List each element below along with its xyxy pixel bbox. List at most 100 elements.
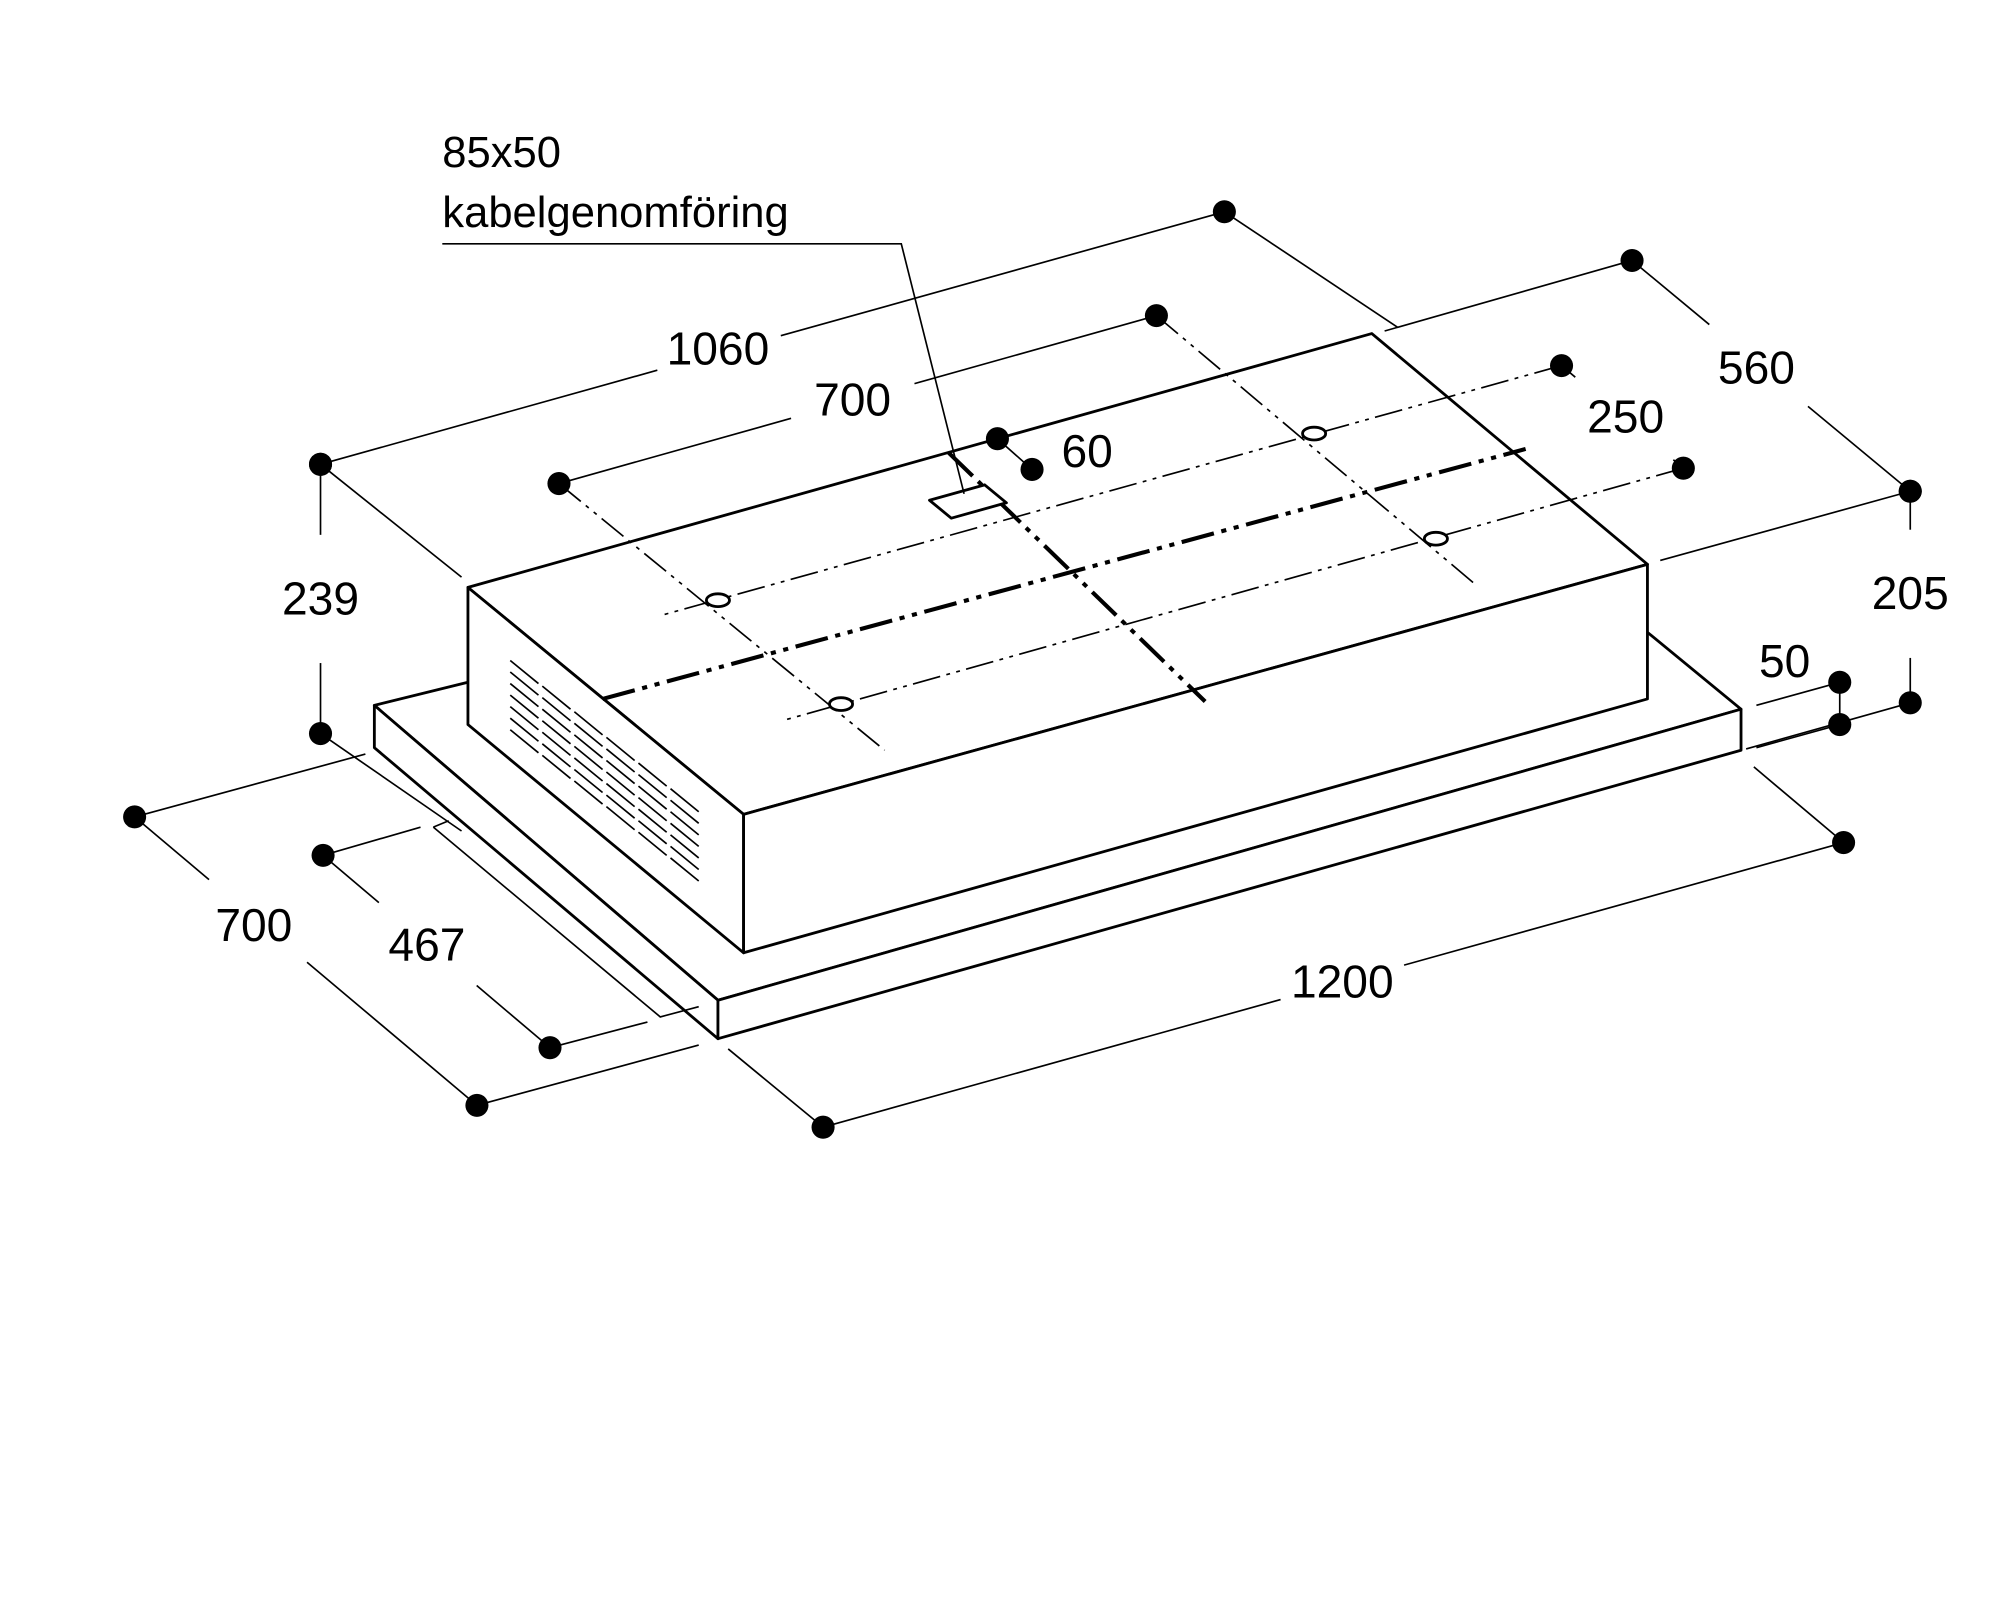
vent-slot [541, 743, 572, 768]
mounting-lines [558, 314, 1684, 751]
dimension-lines: 1060 560 700 250 60 239 205 50 1200 700 467 [123, 200, 1949, 1139]
dimension-cable-offset: 60 [985, 425, 1113, 481]
dimension-endpoint-dot [1898, 691, 1922, 715]
dimension-endpoint-dot [1212, 200, 1236, 224]
vent-slot [605, 794, 636, 819]
dimension-endpoint-dot [1020, 457, 1044, 481]
vent-slot [541, 731, 572, 757]
dimension-endpoint-dot [1828, 670, 1852, 694]
vent-slot [573, 711, 604, 736]
vent-slot [509, 682, 539, 708]
dimension-hole-spacing-long: 700 [547, 304, 1168, 496]
dimension-endpoint-dot [538, 1036, 562, 1060]
dimension-line [320, 369, 658, 466]
vent-slot [573, 745, 604, 771]
dimension-line [914, 314, 1157, 385]
callout-leader: 85x50 kabelgenomföring [442, 129, 965, 495]
dimension-line [1807, 405, 1911, 492]
vent-slot [637, 785, 668, 810]
vent-slot [637, 808, 668, 833]
vent-slot [605, 805, 636, 831]
dimension-label: 205 [1872, 567, 1949, 619]
dimension-label: 239 [282, 572, 359, 624]
dimension-height-total: 239 [282, 452, 359, 746]
mounting-hole [1422, 530, 1449, 547]
vent-slot [573, 722, 604, 748]
dimension-endpoint-dot [1144, 304, 1168, 328]
dimension-endpoint-dot [811, 1115, 835, 1139]
callout-size: 85x50 [442, 129, 561, 177]
vent-slot [541, 754, 572, 780]
vent-slot [573, 768, 604, 794]
vent-slot [637, 762, 668, 787]
dimension-line [1631, 259, 1710, 326]
dimension-label: 467 [388, 918, 465, 970]
vent-slot [669, 845, 700, 871]
vent-slot [637, 773, 668, 799]
vent-slot [509, 705, 539, 731]
dimension-line [322, 854, 380, 904]
vent-slot [509, 671, 539, 696]
dimension-label: 1060 [667, 322, 770, 374]
dimension-line [780, 210, 1225, 337]
vent-slot [541, 685, 572, 710]
dimension-width-total: 1200 [811, 831, 1856, 1139]
dimension-endpoint-dot [1671, 456, 1695, 480]
vent-slot [541, 720, 572, 745]
dimension-endpoint-dot [1620, 248, 1644, 273]
dimension-hole-spacing-short: 250 [1550, 354, 1695, 480]
vent-slot [637, 797, 668, 822]
dimension-line [558, 417, 792, 485]
dimension-endpoint-dot [547, 472, 571, 496]
dimension-endpoint-dot [1832, 831, 1856, 855]
vent-slot [541, 708, 572, 733]
hood-body [466, 332, 1649, 955]
vent-slot [637, 820, 668, 845]
dimension-endpoint-dot [308, 452, 333, 476]
vent-slot [509, 717, 539, 742]
vent-slot [541, 697, 572, 722]
dimension-line [134, 816, 210, 881]
vent-slot [637, 831, 668, 857]
dimension-endpoint-dot [311, 843, 335, 867]
dimension-panel-thickness: 50 [1759, 635, 1852, 737]
vent-slot [573, 757, 604, 782]
dimension-line [822, 998, 1281, 1128]
mounting-hole [1301, 425, 1328, 442]
dimension-label: 250 [1587, 390, 1664, 442]
vent-slot [669, 799, 700, 824]
dimension-line [306, 961, 478, 1106]
vent-slot [605, 736, 636, 762]
vent-slot [605, 759, 636, 785]
dimension-height-body: 205 [1872, 479, 1949, 715]
vent-slot [573, 780, 604, 805]
dimension-endpoint-dot [1550, 354, 1574, 378]
dimension-endpoint-dot [1828, 713, 1852, 737]
vent-slot [605, 771, 636, 796]
vent-slots [509, 659, 700, 882]
vent-slot [669, 834, 700, 859]
dimension-label: 700 [215, 899, 292, 951]
dimension-label: 50 [1759, 635, 1810, 687]
vent-slot [605, 782, 636, 808]
dimension-endpoint-dot [308, 722, 333, 746]
vent-slot [573, 734, 604, 759]
dimension-line [1403, 841, 1844, 966]
dimension-line [476, 984, 551, 1049]
vent-slot [509, 659, 539, 685]
dimension-label: 700 [814, 374, 891, 426]
extension-lines [134, 211, 1911, 1128]
dimension-width-depth: 560 [1620, 248, 1922, 503]
mounting-hole [828, 696, 854, 712]
dimension-depth-partial: 467 [311, 843, 562, 1060]
mounting-hole [705, 592, 731, 609]
vent-slot [669, 822, 700, 848]
vent-slot [669, 811, 700, 836]
dimension-label: 1200 [1291, 956, 1394, 1008]
vent-slot [669, 857, 700, 882]
vent-slot [509, 729, 539, 754]
vent-slot [669, 788, 700, 813]
vent-slot [605, 748, 636, 773]
dimension-endpoint-dot [985, 427, 1009, 451]
